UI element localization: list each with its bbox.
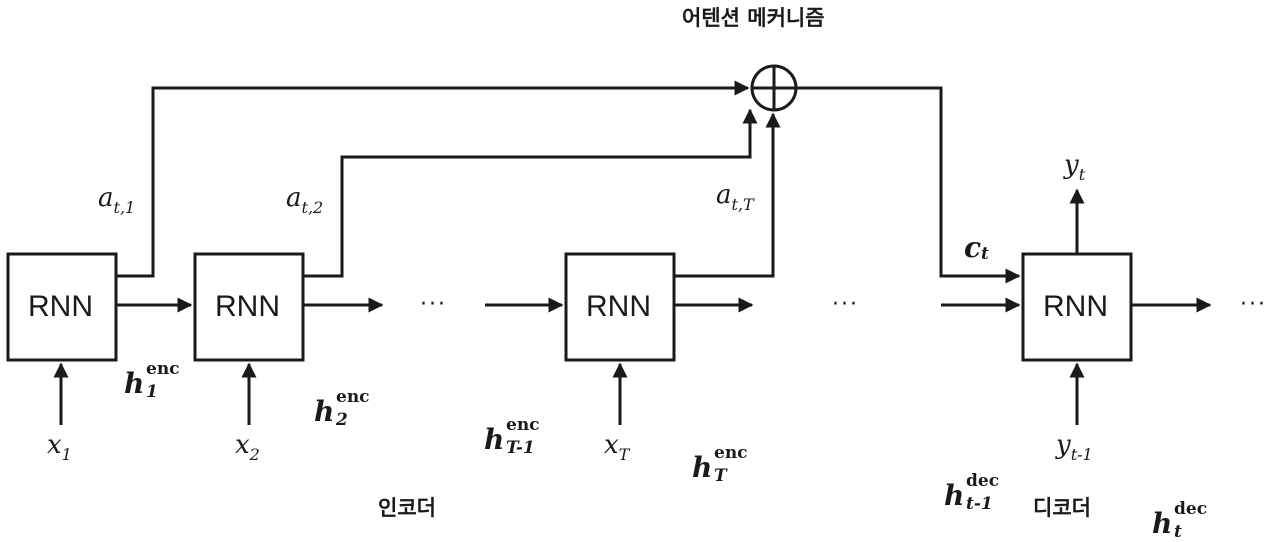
weight-aT: at,T: [716, 180, 754, 214]
input-x2: x2: [235, 430, 260, 464]
ellipsis-encoder: ···: [420, 292, 447, 317]
encoder-rnn-box-1: [6, 252, 118, 362]
encoder-label: 인코더: [378, 496, 436, 520]
attention-path-T: [674, 112, 781, 278]
output-yt: yt: [1064, 150, 1086, 184]
decoder-rnn-box: [1021, 252, 1133, 362]
rnn-label-2: RNN: [215, 290, 280, 323]
encoder-rnn-box-2: [193, 252, 305, 362]
ellipsis-middle: ···: [832, 292, 859, 317]
attention-path-2: [303, 108, 758, 278]
weight-a1: at,1: [98, 183, 136, 217]
input-x1: x1: [47, 430, 72, 464]
attention-path-1: [116, 80, 750, 278]
input-xT: xT: [604, 430, 630, 464]
encoder-rnn-box-T: [564, 252, 676, 362]
rnn-label-dec: RNN: [1043, 290, 1108, 323]
input-yprev: yt-1: [1056, 430, 1093, 464]
decoder-label: 디코더: [1033, 496, 1091, 520]
attention-title: 어텐션 메커니즘: [682, 6, 825, 30]
rnn-label-1: RNN: [28, 290, 93, 323]
rnn-label-T: RNN: [586, 290, 651, 323]
weight-a2: at,2: [286, 183, 324, 217]
context-path: [796, 86, 1021, 284]
ellipsis-decoder: ···: [1240, 292, 1267, 317]
